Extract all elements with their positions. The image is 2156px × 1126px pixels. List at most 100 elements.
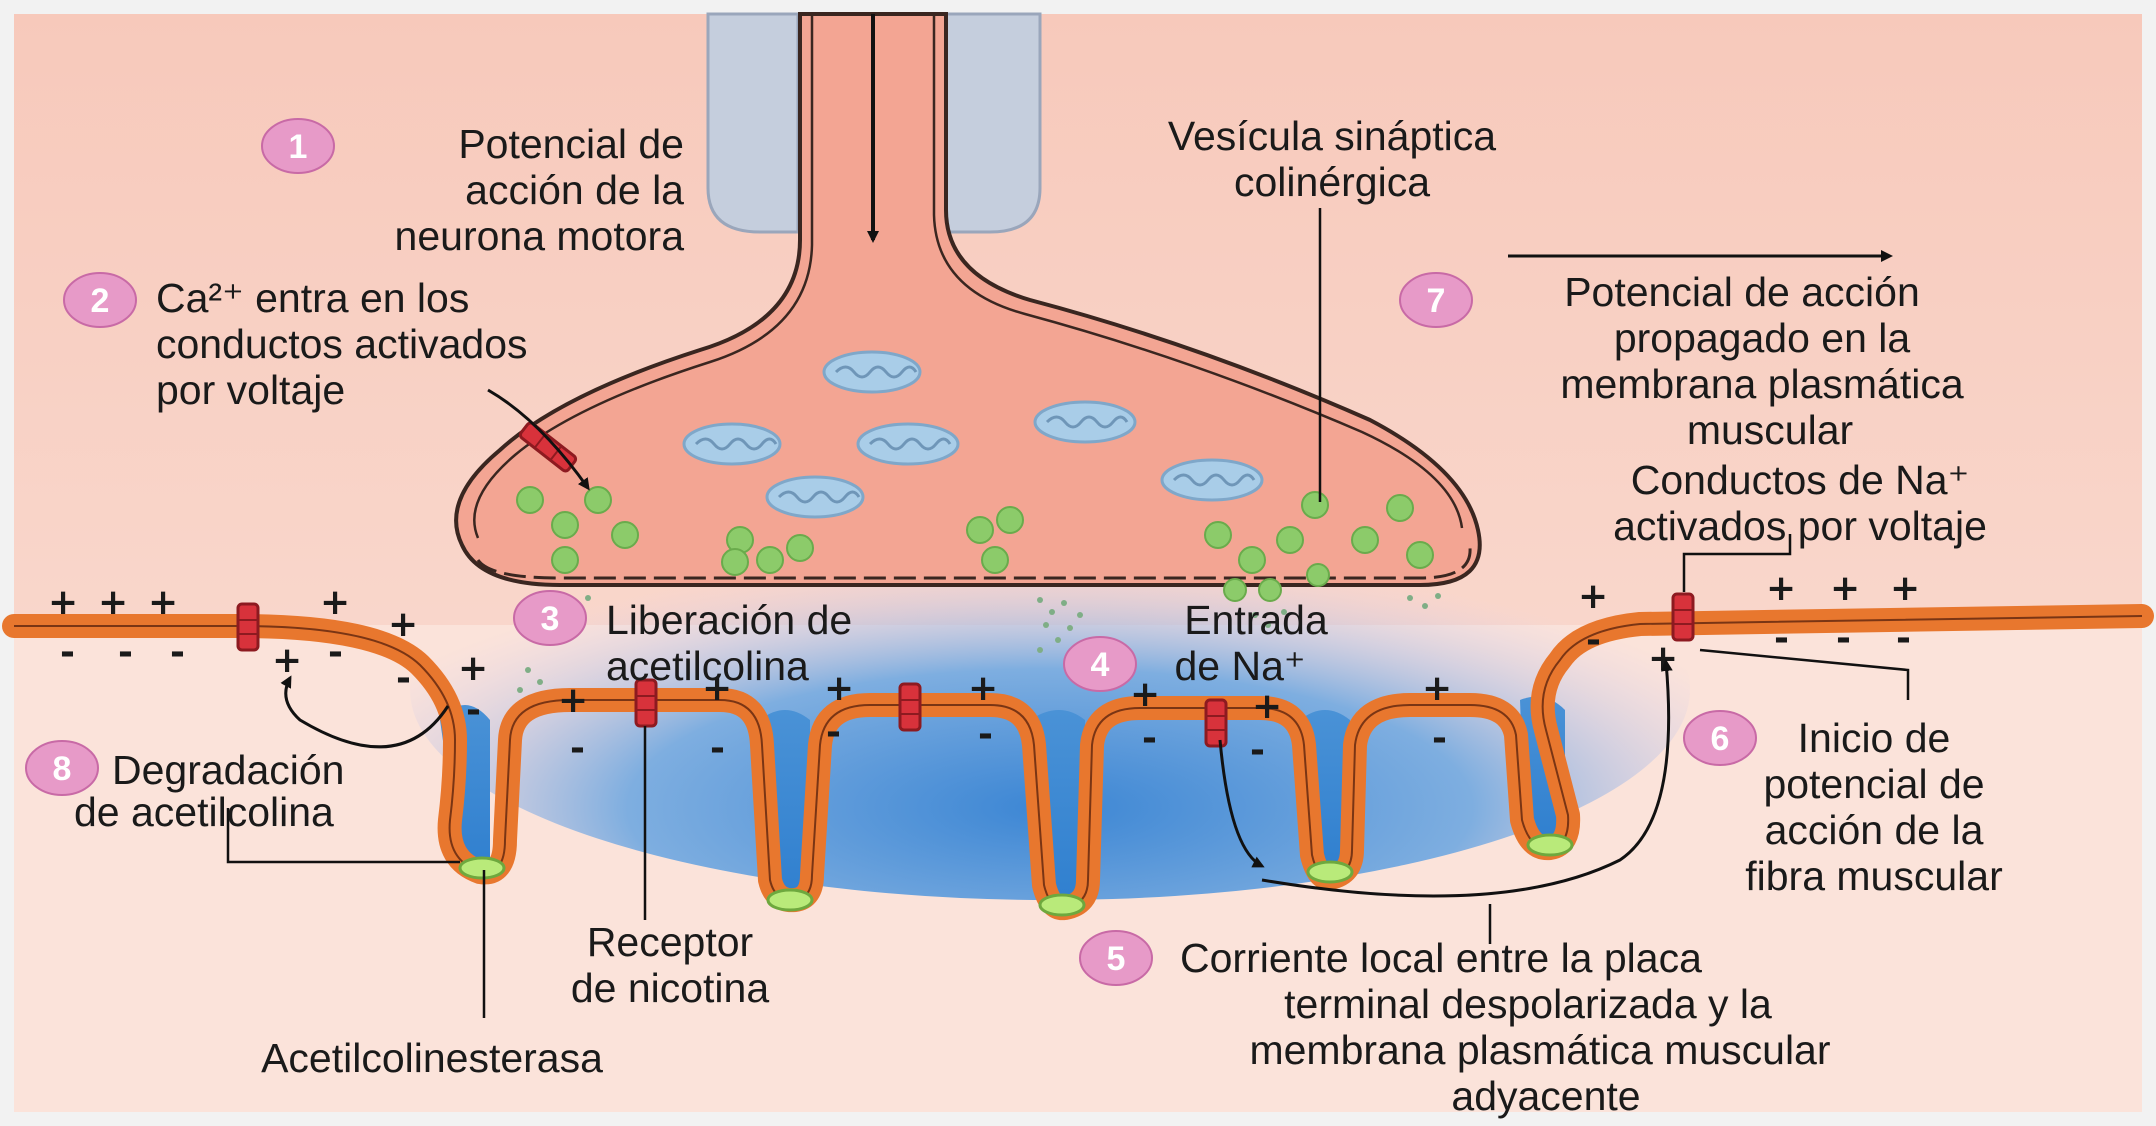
svg-text:colinérgica: colinérgica	[1234, 159, 1430, 205]
vesicle-icon	[1407, 542, 1433, 568]
svg-text:neurona motora: neurona motora	[395, 213, 685, 259]
svg-text:-: -	[328, 632, 343, 673]
svg-text:+: +	[1766, 568, 1796, 609]
vesicle-icon	[517, 487, 543, 513]
svg-text:acción de la: acción de la	[465, 167, 684, 213]
svg-text:potencial de: potencial de	[1763, 761, 1984, 807]
svg-text:+: +	[1252, 686, 1282, 727]
svg-text:1: 1	[289, 128, 308, 166]
vesicle-icon	[787, 535, 813, 561]
svg-text:7: 7	[1427, 282, 1446, 320]
svg-text:-: -	[170, 632, 185, 673]
mitochondrion-icon	[824, 352, 920, 392]
svg-text:Corriente local entre la placa: Corriente local entre la placa	[1180, 935, 1702, 981]
svg-text:terminal despolarizada y la: terminal despolarizada y la	[1284, 981, 1772, 1027]
svg-text:Potencial de acción: Potencial de acción	[1564, 269, 1920, 315]
svg-text:activados por voltaje: activados por voltaje	[1613, 503, 1987, 549]
step-badge-2: 2	[64, 273, 136, 327]
ion-channel-icon	[1206, 700, 1226, 746]
vesicle-icon	[1239, 547, 1265, 573]
step-badge-4: 4	[1064, 637, 1136, 691]
svg-text:-: -	[826, 712, 841, 753]
step-badge-1: 1	[262, 119, 334, 173]
vesicle-icon	[1205, 522, 1231, 548]
svg-text:membrana plasmática: membrana plasmática	[1560, 361, 1964, 407]
step-badge-6: 6	[1684, 711, 1756, 765]
svg-text:-: -	[466, 690, 481, 731]
label-step4: Entrada de Na⁺	[1174, 597, 1328, 689]
svg-text:+: +	[1130, 674, 1160, 715]
svg-text:-: -	[1142, 718, 1157, 759]
svg-text:+: +	[148, 582, 178, 623]
label-step8: Degradación de acetilcolina	[74, 747, 345, 835]
mitochondrion-icon	[1035, 402, 1135, 442]
svg-text:membrana plasmática muscular: membrana plasmática muscular	[1249, 1027, 1830, 1073]
svg-text:Inicio de: Inicio de	[1798, 715, 1951, 761]
svg-text:+: +	[320, 582, 350, 623]
ion-channel-icon	[900, 684, 920, 730]
label-receptor: Receptor de nicotina	[571, 919, 770, 1011]
svg-text:-: -	[1896, 618, 1911, 659]
svg-text:+: +	[1578, 576, 1608, 617]
vesicle-icon	[1307, 564, 1329, 586]
svg-text:-: -	[570, 728, 585, 769]
label-na-channels: Conductos de Na⁺ activados por voltaje	[1613, 457, 1987, 549]
svg-text:fibra muscular: fibra muscular	[1745, 853, 2002, 899]
vesicle-icon	[1352, 527, 1378, 553]
svg-text:+: +	[824, 668, 854, 709]
mitochondrion-icon	[858, 424, 958, 464]
ion-channel-icon	[1673, 594, 1693, 640]
svg-text:Degradación: Degradación	[112, 747, 345, 793]
svg-text:Conductos de Na⁺: Conductos de Na⁺	[1631, 457, 1969, 503]
ion-channel-icon	[238, 604, 258, 650]
svg-text:-: -	[396, 658, 411, 699]
svg-text:2: 2	[91, 282, 110, 320]
vesicle-icon	[1387, 495, 1413, 521]
svg-text:acción de la: acción de la	[1765, 807, 1984, 853]
svg-text:-: -	[118, 632, 133, 673]
svg-text:-: -	[60, 632, 75, 673]
vesicle-icon	[722, 549, 748, 575]
svg-text:-: -	[1432, 718, 1447, 759]
svg-text:acetilcolina: acetilcolina	[606, 643, 809, 689]
vesicle-icon	[997, 507, 1023, 533]
vesicle-icon	[612, 522, 638, 548]
step-badge-7: 7	[1400, 273, 1472, 327]
svg-text:+: +	[1890, 568, 1920, 609]
svg-text:-: -	[1836, 618, 1851, 659]
vesicle-icon	[552, 547, 578, 573]
vesicle-icon	[1302, 492, 1328, 518]
svg-text:Ca²⁺ entra en los: Ca²⁺ entra en los	[156, 275, 469, 321]
svg-text:+: +	[968, 668, 998, 709]
svg-text:-: -	[710, 728, 725, 769]
vesicle-icon	[757, 547, 783, 573]
vesicle-icon	[1277, 527, 1303, 553]
svg-text:Acetilcolinesterasa: Acetilcolinesterasa	[261, 1035, 603, 1081]
mitochondrion-icon	[1162, 460, 1262, 500]
vesicle-icon	[552, 512, 578, 538]
svg-text:Entrada: Entrada	[1184, 597, 1328, 643]
svg-text:-: -	[1586, 620, 1601, 661]
svg-text:Potencial de: Potencial de	[458, 121, 684, 167]
svg-text:+: +	[1648, 638, 1678, 679]
svg-text:3: 3	[541, 600, 560, 638]
step-badge-8: 8	[26, 741, 98, 795]
svg-text:-: -	[1774, 618, 1789, 659]
vesicle-icon	[585, 487, 611, 513]
svg-text:+: +	[272, 640, 302, 681]
svg-text:de nicotina: de nicotina	[571, 965, 770, 1011]
myelin-sheath-left	[708, 14, 798, 232]
svg-text:+: +	[458, 648, 488, 689]
mitochondrion-icon	[684, 424, 780, 464]
step-badge-3: 3	[514, 591, 586, 645]
svg-text:+: +	[1422, 668, 1452, 709]
svg-text:Liberación de: Liberación de	[606, 597, 852, 643]
svg-text:muscular: muscular	[1687, 407, 1853, 453]
svg-text:Receptor: Receptor	[587, 919, 753, 965]
mitochondrion-icon	[767, 477, 863, 517]
svg-text:Vesícula sináptica: Vesícula sináptica	[1168, 113, 1496, 159]
svg-text:+: +	[98, 582, 128, 623]
svg-text:propagado en la: propagado en la	[1614, 315, 1911, 361]
